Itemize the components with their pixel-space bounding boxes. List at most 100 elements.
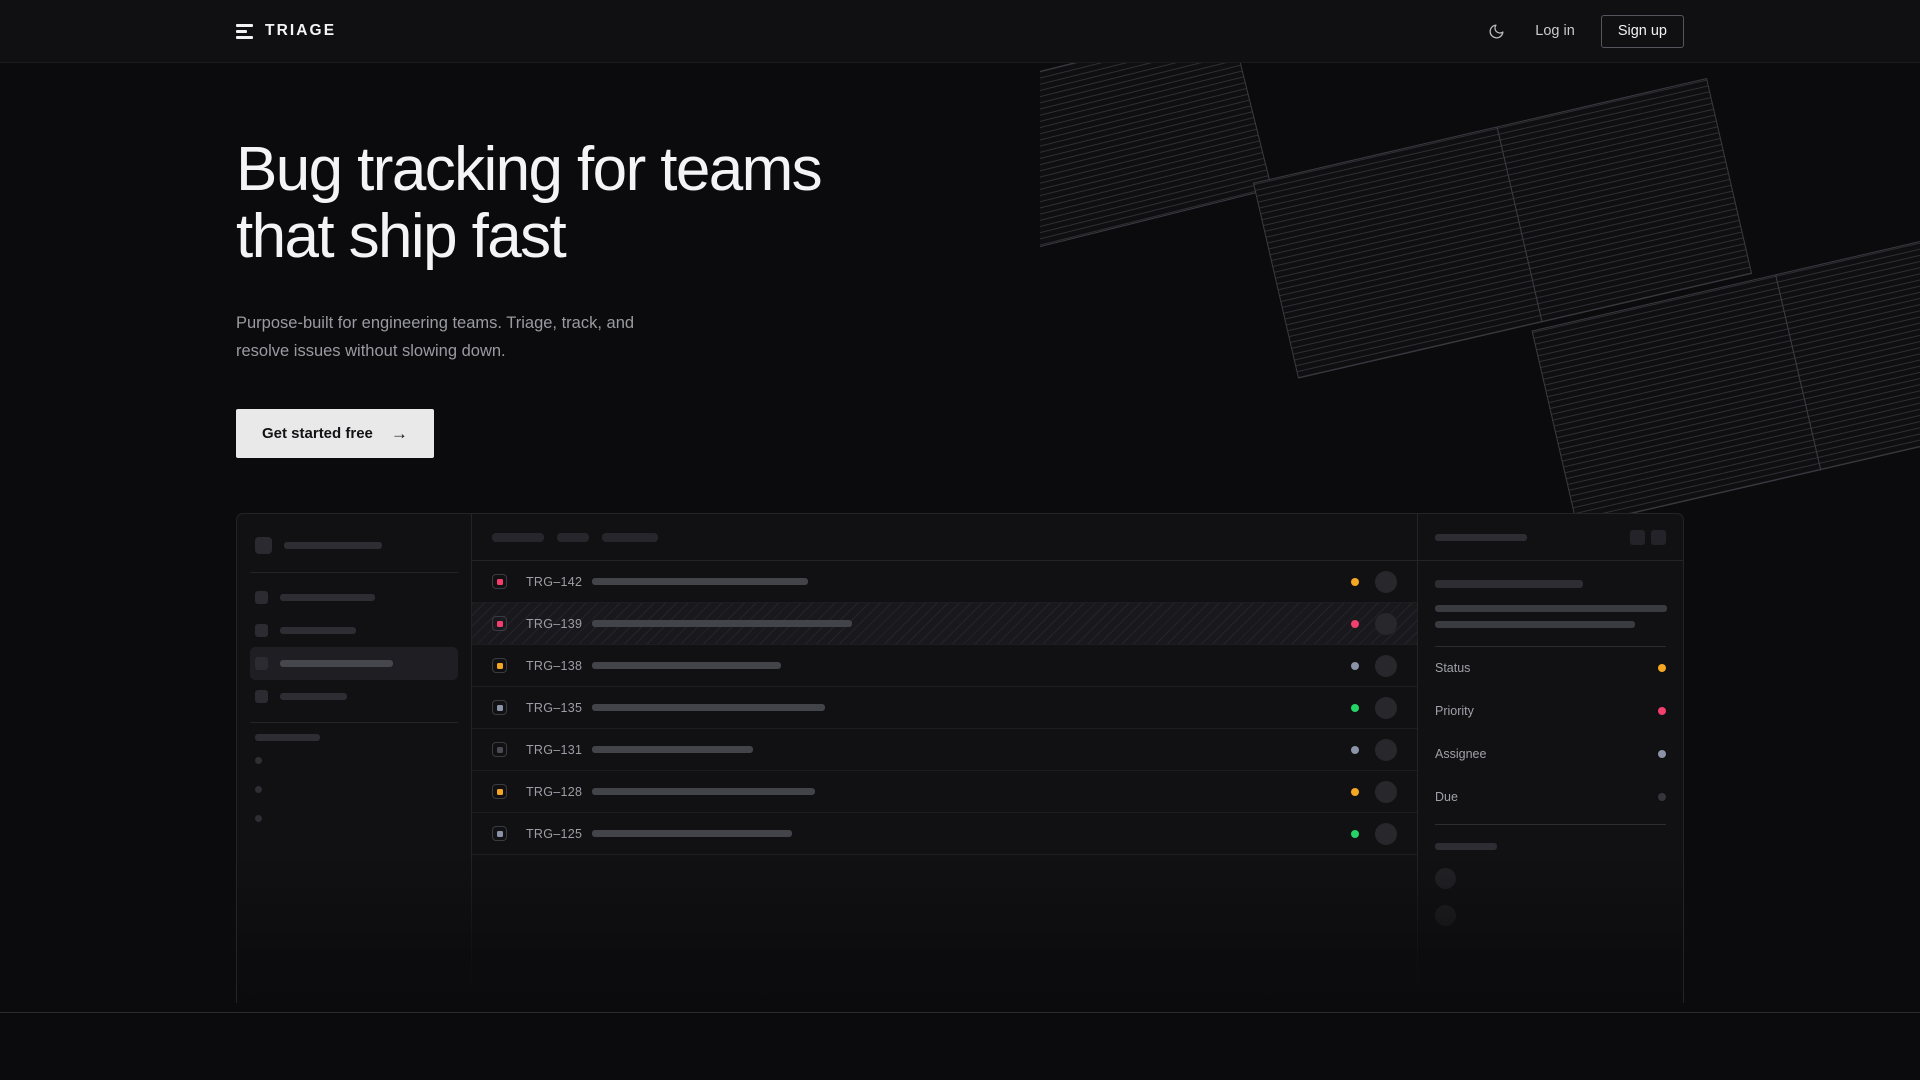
workspace-switcher[interactable] xyxy=(250,528,458,563)
bullet-icon xyxy=(255,757,262,764)
meta-value-dot xyxy=(1658,664,1667,673)
avatar xyxy=(1375,697,1397,719)
issue-status-dot xyxy=(1351,578,1359,586)
three-bar-logo-icon xyxy=(236,24,253,39)
issue-title-skeleton xyxy=(592,578,808,585)
sidebar-item-2[interactable] xyxy=(250,614,458,647)
meta-row-assignee[interactable]: Assignee xyxy=(1435,733,1666,776)
page-title: Bug tracking for teams that ship fast xyxy=(236,137,1684,271)
cta-label: Get started free xyxy=(262,425,373,442)
avatar xyxy=(1375,781,1397,803)
brand-logo[interactable]: TRIAGE xyxy=(236,22,336,40)
meta-row-priority[interactable]: Priority xyxy=(1435,690,1666,733)
activity-label-skeleton xyxy=(1435,843,1497,850)
issue-title-skeleton xyxy=(592,620,852,627)
meta-label: Status xyxy=(1435,661,1470,675)
app-sidebar xyxy=(237,514,472,1003)
sidebar-divider-bottom xyxy=(250,722,458,723)
issue-rows: TRG–142TRG–139TRG–138TRG–135TRG–131TRG–1… xyxy=(472,561,1417,855)
issue-row[interactable]: TRG–138 xyxy=(472,645,1417,687)
mini-item-1[interactable] xyxy=(250,746,458,775)
issue-status-dot xyxy=(1351,830,1359,838)
avatar xyxy=(1375,655,1397,677)
app-preview-card: TRG–142TRG–139TRG–138TRG–135TRG–131TRG–1… xyxy=(236,513,1684,1003)
issue-status-dot xyxy=(1351,704,1359,712)
activity-avatar-2 xyxy=(1435,905,1456,926)
filter-chip-2[interactable] xyxy=(557,533,589,542)
detail-body-skeletons xyxy=(1435,605,1666,628)
issue-title-skeleton xyxy=(592,746,753,753)
detail-body-line-2 xyxy=(1435,621,1635,628)
sidebar-item-label-skeleton xyxy=(280,660,393,667)
issue-row[interactable]: TRG–139 xyxy=(472,603,1417,645)
issue-id: TRG–142 xyxy=(526,575,592,589)
meta-row-status[interactable]: Status xyxy=(1435,647,1666,690)
sidebar-item-label-skeleton xyxy=(280,693,347,700)
issue-title-skeleton xyxy=(592,704,825,711)
meta-value-dot xyxy=(1658,707,1667,716)
meta-row-due[interactable]: Due xyxy=(1435,776,1666,819)
sidebar-item-icon xyxy=(255,657,268,670)
issue-id: TRG–135 xyxy=(526,701,592,715)
priority-badge-icon xyxy=(492,826,507,841)
avatar xyxy=(1375,571,1397,593)
moon-icon[interactable] xyxy=(1483,18,1509,44)
mini-item-3[interactable] xyxy=(250,804,458,833)
issue-row[interactable]: TRG–142 xyxy=(472,561,1417,603)
sidebar-item-3[interactable] xyxy=(250,647,458,680)
detail-activity-divider xyxy=(1435,824,1666,825)
issue-row[interactable]: TRG–128 xyxy=(472,771,1417,813)
sidebar-item-4[interactable] xyxy=(250,680,458,713)
issue-status-dot xyxy=(1351,788,1359,796)
detail-title-skeleton xyxy=(1435,580,1583,588)
issue-id: TRG–139 xyxy=(526,617,592,631)
issue-row[interactable]: TRG–135 xyxy=(472,687,1417,729)
login-link[interactable]: Log in xyxy=(1535,23,1575,39)
priority-badge-icon xyxy=(492,574,507,589)
workspace-name-skeleton xyxy=(284,542,382,549)
mini-item-2[interactable] xyxy=(250,775,458,804)
get-started-button[interactable]: Get started free → xyxy=(236,409,434,458)
meta-label: Priority xyxy=(1435,704,1474,718)
issue-id: TRG–131 xyxy=(526,743,592,757)
activity-avatars xyxy=(1435,868,1666,926)
detail-meta-list: StatusPriorityAssigneeDue xyxy=(1435,647,1666,819)
meta-value-dot xyxy=(1658,793,1667,802)
issue-list-panel: TRG–142TRG–139TRG–138TRG–135TRG–131TRG–1… xyxy=(472,514,1418,1003)
signup-button[interactable]: Sign up xyxy=(1601,15,1684,48)
detail-header xyxy=(1418,514,1683,561)
sidebar-divider-top xyxy=(250,572,458,573)
brand-name: TRIAGE xyxy=(265,22,336,40)
filter-chip-3[interactable] xyxy=(602,533,658,542)
issue-id: TRG–125 xyxy=(526,827,592,841)
bullet-icon xyxy=(255,786,262,793)
priority-badge-icon xyxy=(492,658,507,673)
filter-chip-1[interactable] xyxy=(492,533,544,542)
sidebar-mini-list xyxy=(250,746,458,833)
issue-title-skeleton xyxy=(592,788,815,795)
detail-action-button-2[interactable] xyxy=(1651,530,1666,545)
sidebar-item-icon xyxy=(255,690,268,703)
meta-label: Due xyxy=(1435,790,1458,804)
issue-detail-panel: StatusPriorityAssigneeDue xyxy=(1418,514,1683,1003)
site-header: TRIAGE Log in Sign up xyxy=(0,0,1920,63)
detail-body-line-1 xyxy=(1435,605,1667,612)
issue-id: TRG–128 xyxy=(526,785,592,799)
meta-value-dot xyxy=(1658,750,1667,759)
hero-section: Bug tracking for teams that ship fast Pu… xyxy=(0,63,1920,513)
sidebar-item-icon xyxy=(255,591,268,604)
priority-badge-icon xyxy=(492,742,507,757)
issue-row[interactable]: TRG–125 xyxy=(472,813,1417,855)
avatar xyxy=(1375,739,1397,761)
issue-title-skeleton xyxy=(592,662,781,669)
sidebar-section-label-skeleton xyxy=(255,734,320,741)
issue-row[interactable]: TRG–131 xyxy=(472,729,1417,771)
sidebar-item-icon xyxy=(255,624,268,637)
meta-label: Assignee xyxy=(1435,747,1486,761)
sidebar-item-1[interactable] xyxy=(250,581,458,614)
issue-status-dot xyxy=(1351,662,1359,670)
page-bottom-rule xyxy=(0,1012,1920,1013)
issue-id: TRG–138 xyxy=(526,659,592,673)
detail-action-button-1[interactable] xyxy=(1630,530,1645,545)
priority-badge-icon xyxy=(492,784,507,799)
